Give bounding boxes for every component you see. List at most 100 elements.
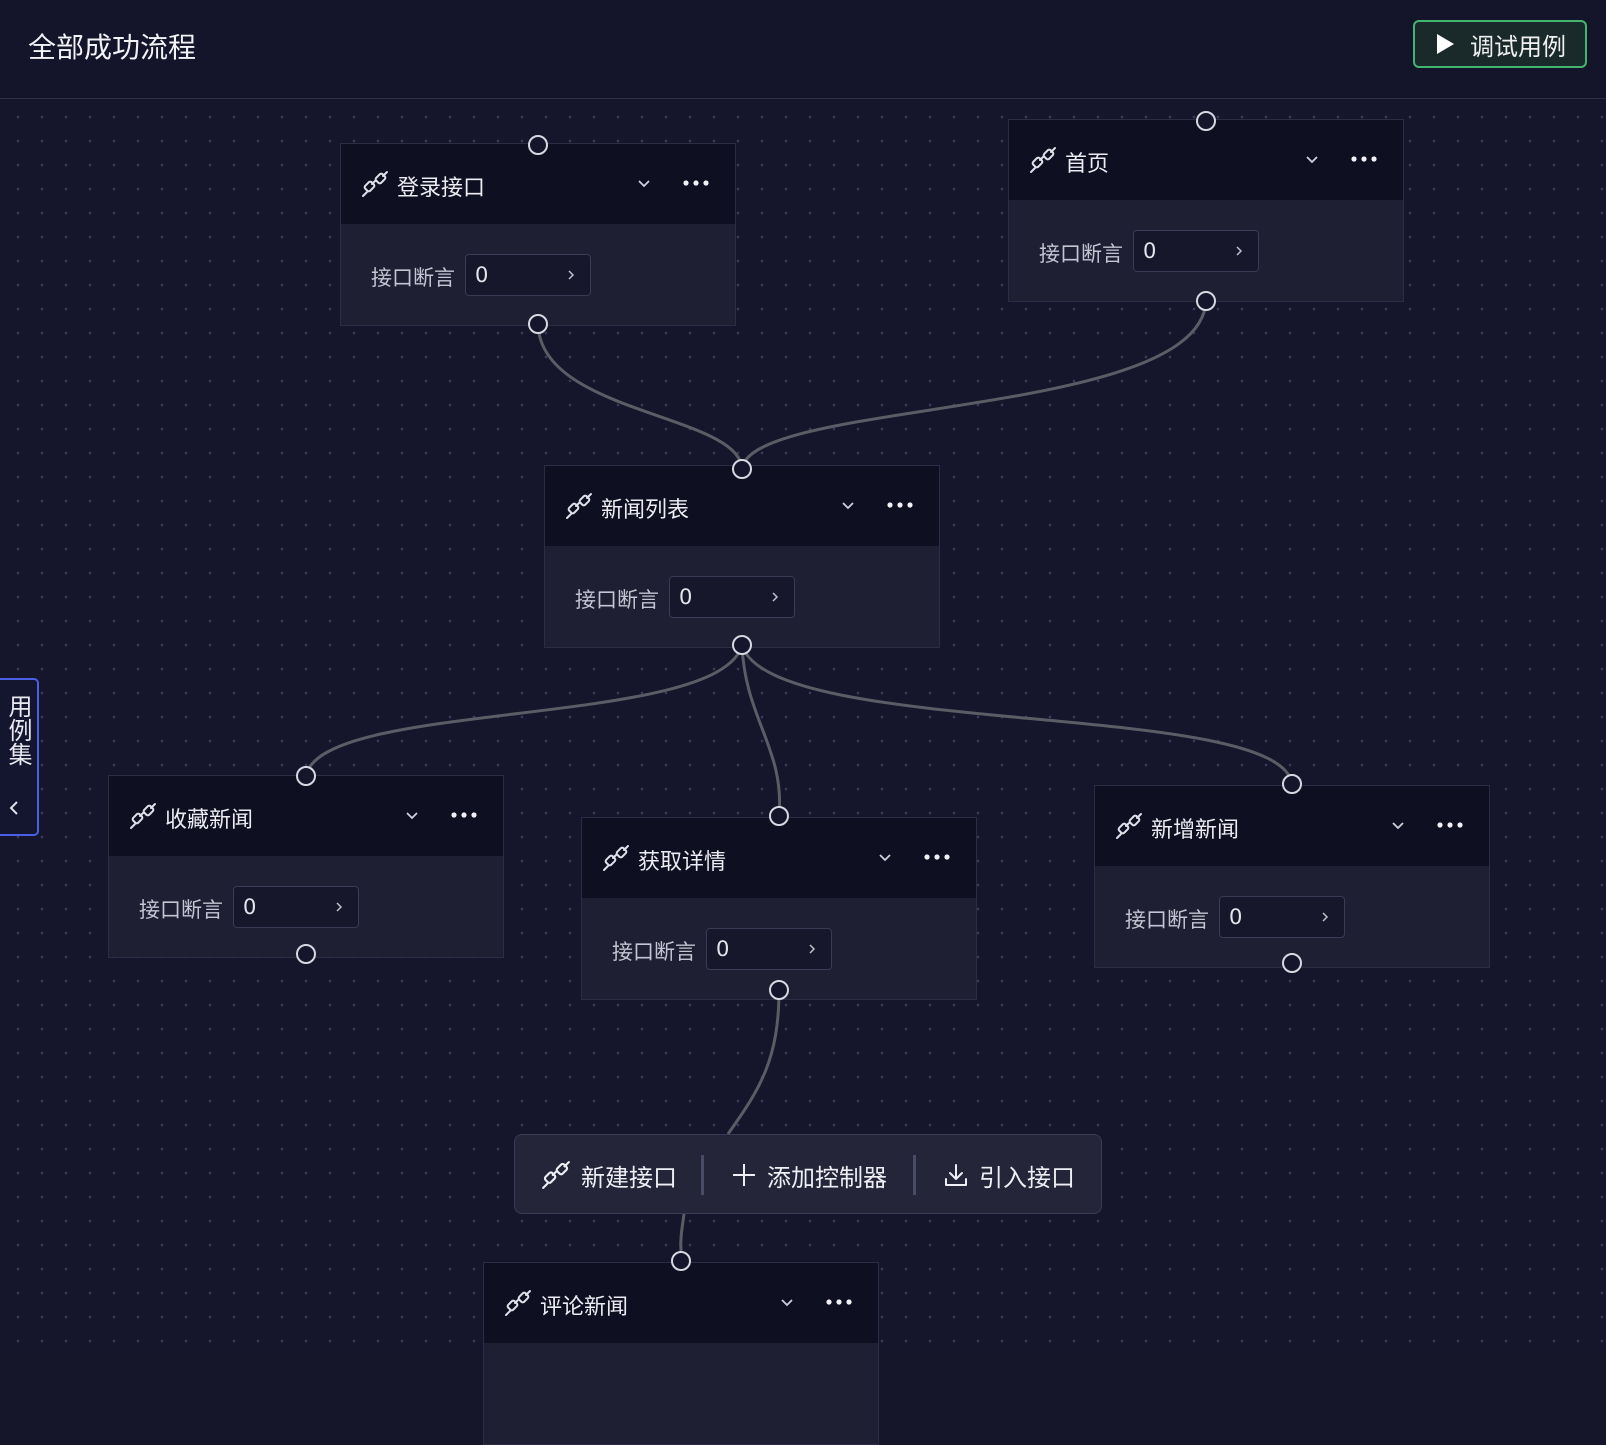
port-addnews-in[interactable] xyxy=(1282,774,1302,794)
node-header: 登录接口 xyxy=(341,144,735,224)
case-set-panel-toggle[interactable]: 用例集 xyxy=(0,678,39,836)
port-newslist-out[interactable] xyxy=(732,635,752,655)
node-header: 获取详情 xyxy=(582,818,976,898)
port-comment-in[interactable] xyxy=(671,1251,691,1271)
port-home-in[interactable] xyxy=(1196,111,1216,131)
more-icon[interactable] xyxy=(885,490,915,520)
edge-newslist-collect xyxy=(304,644,744,777)
more-icon[interactable] xyxy=(449,800,479,830)
api-node-addnews[interactable]: 新增新闻 接口断言 0 xyxy=(1094,785,1490,968)
assert-count-field[interactable]: 0 xyxy=(1219,896,1345,938)
chevron-down-icon[interactable] xyxy=(404,808,420,824)
chevron-down-icon[interactable] xyxy=(636,176,652,192)
api-node-comment[interactable]: 评论新闻 xyxy=(483,1262,879,1445)
link-icon xyxy=(566,493,592,519)
case-set-label: 用例集 xyxy=(4,694,32,766)
new-api-button[interactable]: 新建接口 xyxy=(541,1135,677,1215)
chevron-right-icon xyxy=(336,902,343,912)
chevron-right-icon xyxy=(772,592,779,602)
assert-label: 接口断言 xyxy=(1039,242,1123,266)
assert-count-value: 0 xyxy=(1143,239,1157,263)
assert-count-value: 0 xyxy=(475,263,489,287)
import-api-label: 引入接口 xyxy=(979,1163,1075,1192)
port-home-out[interactable] xyxy=(1196,291,1216,311)
port-login-in[interactable] xyxy=(528,135,548,155)
port-addnews-out[interactable] xyxy=(1282,953,1302,973)
assert-count-value: 0 xyxy=(1229,905,1243,929)
toolbar-divider xyxy=(701,1155,704,1195)
link-icon xyxy=(505,1290,531,1316)
port-detail-out[interactable] xyxy=(769,980,789,1000)
api-node-detail[interactable]: 获取详情 接口断言 0 xyxy=(581,817,977,1000)
node-title: 收藏新闻 xyxy=(165,808,254,833)
assert-count-value: 0 xyxy=(679,585,693,609)
assert-label: 接口断言 xyxy=(612,940,696,964)
port-login-out[interactable] xyxy=(528,314,548,334)
chevron-right-icon xyxy=(809,944,816,954)
more-icon[interactable] xyxy=(1435,810,1465,840)
port-newslist-in[interactable] xyxy=(732,459,752,479)
api-node-collect[interactable]: 收藏新闻 接口断言 0 xyxy=(108,775,504,958)
plus-icon xyxy=(733,1164,755,1186)
link-icon xyxy=(603,845,629,871)
chevron-down-icon[interactable] xyxy=(840,498,856,514)
node-header: 新增新闻 xyxy=(1095,786,1489,866)
more-icon[interactable] xyxy=(681,168,711,198)
flow-canvas[interactable]: 登录接口 接口断言 0 xyxy=(0,99,1606,1445)
add-controller-button[interactable]: 添加控制器 xyxy=(731,1135,887,1215)
add-controller-label: 添加控制器 xyxy=(767,1163,887,1192)
assert-count-field[interactable]: 0 xyxy=(465,254,591,296)
assert-count-field[interactable]: 0 xyxy=(669,576,795,618)
link-icon xyxy=(542,1161,570,1189)
edge-home-newslist xyxy=(740,300,1208,470)
chevron-down-icon[interactable] xyxy=(1390,818,1406,834)
edge-detail-toolbar xyxy=(726,989,781,1135)
edge-newslist-addnews xyxy=(740,644,1294,785)
more-icon[interactable] xyxy=(824,1287,854,1317)
toolbar-divider xyxy=(913,1155,916,1195)
api-node-login[interactable]: 登录接口 接口断言 0 xyxy=(340,143,736,326)
port-collect-out[interactable] xyxy=(296,944,316,964)
chevron-right-icon xyxy=(1236,246,1243,256)
assert-count-value: 0 xyxy=(243,895,257,919)
node-header: 评论新闻 xyxy=(484,1263,878,1343)
page-title: 全部成功流程 xyxy=(28,31,197,64)
assert-count-field[interactable]: 0 xyxy=(233,886,359,928)
link-icon xyxy=(130,803,156,829)
import-api-button[interactable]: 引入接口 xyxy=(943,1135,1075,1215)
node-title: 获取详情 xyxy=(638,850,727,875)
more-icon[interactable] xyxy=(1349,144,1379,174)
add-node-toolbar: 新建接口 添加控制器 引入接口 xyxy=(514,1134,1102,1214)
assert-label: 接口断言 xyxy=(1125,908,1209,932)
chevron-right-icon xyxy=(568,270,575,280)
chevron-left-icon xyxy=(9,801,18,815)
chevron-down-icon[interactable] xyxy=(877,850,893,866)
chevron-right-icon xyxy=(1322,912,1329,922)
edge-login-newslist xyxy=(536,323,744,470)
node-title: 新增新闻 xyxy=(1151,818,1240,843)
assert-count-field[interactable]: 0 xyxy=(706,928,832,970)
debug-case-label: 调试用例 xyxy=(1470,32,1566,61)
port-collect-in[interactable] xyxy=(296,766,316,786)
node-title: 新闻列表 xyxy=(601,498,690,523)
edge-toolbar-comment xyxy=(679,1213,686,1252)
chevron-down-icon[interactable] xyxy=(779,1295,795,1311)
assert-label: 接口断言 xyxy=(139,898,223,922)
node-title: 登录接口 xyxy=(397,176,486,201)
node-title: 首页 xyxy=(1065,152,1110,177)
link-icon xyxy=(362,171,388,197)
node-header: 新闻列表 xyxy=(545,466,939,546)
api-node-newslist[interactable]: 新闻列表 接口断言 0 xyxy=(544,465,940,648)
link-icon xyxy=(1116,813,1142,839)
chevron-down-icon[interactable] xyxy=(1304,152,1320,168)
edge-newslist-detail xyxy=(740,644,782,817)
node-header: 收藏新闻 xyxy=(109,776,503,856)
api-node-home[interactable]: 首页 接口断言 0 xyxy=(1008,119,1404,302)
assert-count-value: 0 xyxy=(716,937,730,961)
node-title: 评论新闻 xyxy=(540,1295,629,1320)
assert-count-field[interactable]: 0 xyxy=(1133,230,1259,272)
debug-case-button[interactable]: 调试用例 xyxy=(1413,20,1587,68)
port-detail-in[interactable] xyxy=(769,806,789,826)
assert-label: 接口断言 xyxy=(371,266,455,290)
more-icon[interactable] xyxy=(922,842,952,872)
